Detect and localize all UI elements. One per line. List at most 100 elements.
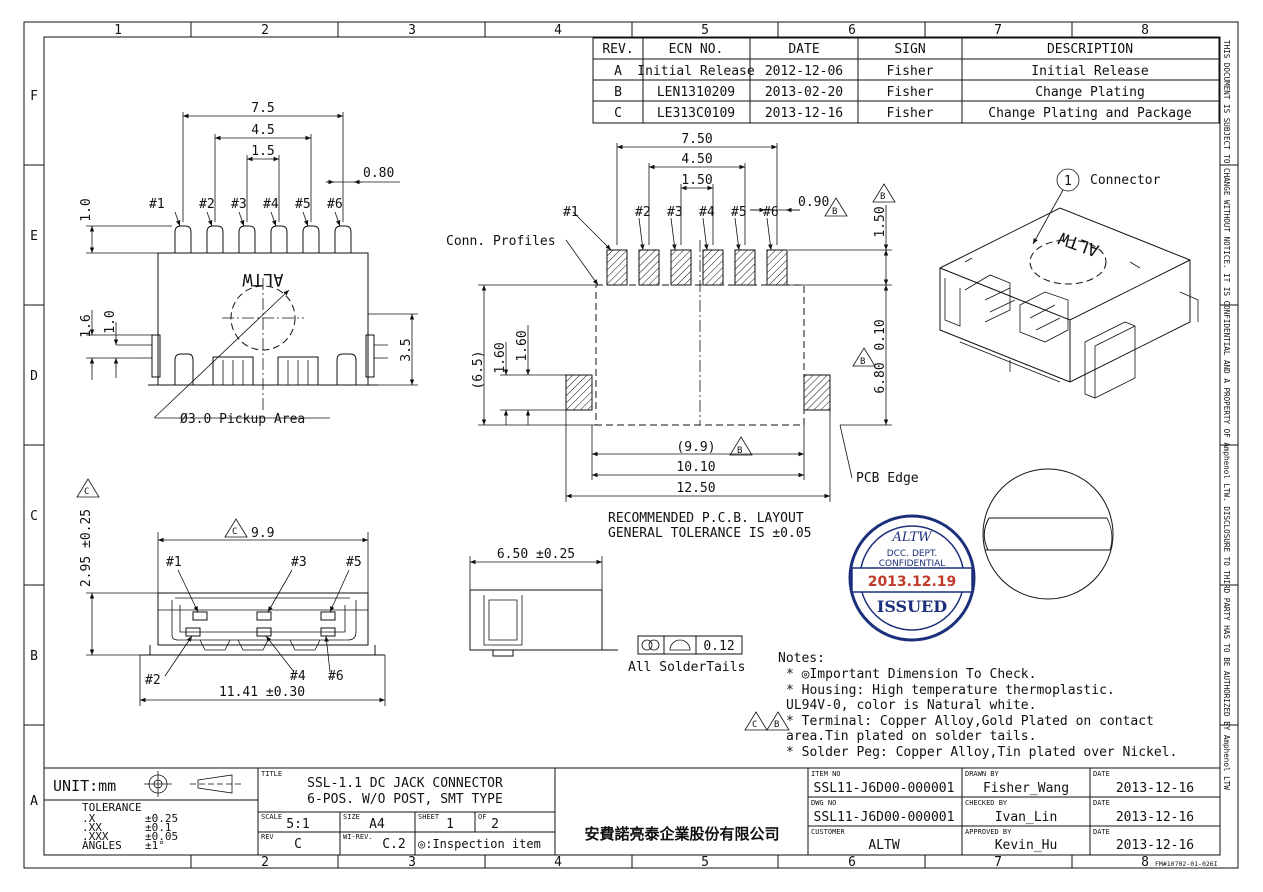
rev-cell-0-4: Initial Release [1031, 64, 1149, 79]
rev-cell-1-4: Change Plating [1035, 85, 1145, 100]
pcb-pin-label-5: #5 [731, 205, 747, 220]
pcb-caption-line-1: RECOMMENDED P.C.B. LAYOUT [608, 511, 804, 526]
title-line-1: SSL-1.1 DC JACK CONNECTOR [307, 776, 503, 791]
tolerance-value-3: ±1° [145, 839, 165, 852]
pcb-pin-label-2: #2 [635, 205, 651, 220]
top-view: #1#2#3#4#5#6 ALTW Ø3.0 Pickup Area 7.5 [79, 101, 418, 427]
wi-rev-value: C.2 [382, 837, 405, 852]
pcb-caption-line-2: GENERAL TOLERANCE IS ±0.05 [608, 526, 812, 541]
top-pin-4-outline [270, 225, 288, 253]
drawn-value: Fisher_Wang [983, 781, 1069, 796]
pcb-pad-4 [702, 249, 724, 286]
pickup-cap-view [982, 468, 1114, 600]
date-value-1: 2013-12-16 [1116, 781, 1194, 796]
rev-header-date: DATE [788, 42, 819, 57]
dim-4-5: 4.5 [251, 123, 274, 138]
front-dim-11-41: 11.41 ±0.30 [219, 685, 305, 700]
pcb-rev-b-tag: B [832, 207, 837, 217]
col-label-7-bottom: 7 [994, 855, 1002, 870]
pcb-pin-label-4: #4 [699, 205, 715, 220]
unit-label: UNIT:mm [53, 777, 116, 795]
pcb-dim-6-5: (6.5) [471, 350, 486, 389]
note-rev-b-tag: B [774, 720, 779, 730]
rev-cell-2-0: C [614, 106, 622, 121]
form-number: FM#10702-01-026I [1155, 860, 1218, 868]
col-label-3-bottom: 3 [408, 855, 416, 870]
customer-label: CUSTOMER [811, 828, 846, 836]
pcb-pin-label-3: #3 [667, 205, 683, 220]
front-dim-2-95: 2.95 ±0.25 [79, 509, 94, 587]
item-no-label: ITEM NO [811, 770, 841, 778]
top-pin-label-3: #3 [231, 197, 247, 212]
row-label-a: A [30, 794, 38, 809]
border-frame: 1 2 3 4 5 6 7 8 2 3 4 5 6 7 8 F E D C B … [23, 21, 1239, 870]
approved-value: Kevin_Hu [995, 838, 1058, 853]
drawn-label: DRAWN BY [965, 770, 1000, 778]
rev-cell-2-3: Fisher [887, 106, 934, 121]
rev-cell-0-2: 2012-12-06 [765, 64, 843, 79]
stamp-dept-2: CONFIDENTIAL [879, 559, 946, 569]
row-label-f: F [30, 89, 38, 104]
note-line-6: * Solder Peg: Copper Alloy,Tin plated ov… [786, 745, 1177, 760]
customer-value: ALTW [868, 838, 899, 853]
rev-cell-1-0: B [614, 85, 622, 100]
top-pin-6-outline [334, 225, 352, 253]
note-line-5: area.Tin plated on solder tails. [786, 729, 1036, 744]
top-pin-2-outline [206, 225, 224, 253]
tolerance-value-1: ±0.1 [145, 821, 172, 834]
rev-header-description: DESCRIPTION [1047, 42, 1133, 57]
pcb-dim-1-50-vertical: 1.50 [873, 206, 888, 237]
note-line-2: * Housing: High temperature thermoplasti… [786, 683, 1115, 698]
top-pin-5-outline [302, 225, 320, 253]
col-label-7: 7 [994, 23, 1002, 38]
pcb-dim-10-10: 10.10 [676, 460, 715, 475]
dim-0-80: 0.80 [363, 166, 394, 181]
scale-label: SCALE [261, 813, 282, 821]
stamp-date: 2013.12.19 [868, 574, 957, 590]
note-line-3: UL94V-0, color is Natural white. [786, 698, 1036, 713]
front-pin-1: #1 [166, 555, 182, 570]
note-line-4: * Terminal: Copper Alloy,Gold Plated on … [786, 714, 1154, 729]
dim-1-6: 1.6 [79, 314, 94, 337]
col-label-5-bottom: 5 [701, 855, 709, 870]
date-label-2: DATE [1093, 799, 1110, 807]
pcb-pad-3 [670, 249, 692, 286]
top-pin-label-2: #2 [199, 197, 215, 212]
checked-label: CHECKED BY [965, 799, 1008, 807]
pcb-dim-1-60-b: 1.60 [515, 330, 530, 361]
front-pin-6: #6 [328, 669, 344, 684]
size-value: A4 [369, 817, 385, 832]
date-label-3: DATE [1093, 828, 1110, 836]
stamp-status: ISSUED [877, 597, 947, 616]
pcb-pad-1 [606, 249, 628, 286]
date-label-1: DATE [1093, 770, 1110, 778]
col-label-8: 8 [1141, 23, 1149, 38]
side-view: 6.50 ±0.25 [469, 547, 618, 657]
date-value-2: 2013-12-16 [1116, 810, 1194, 825]
rev-cell-2-1: LE313C0109 [657, 106, 735, 121]
rev-cell-0-3: Fisher [887, 64, 934, 79]
top-pin-label-5: #5 [295, 197, 311, 212]
tolerance-title: TOLERANCE [82, 801, 142, 814]
title-line-2: 6-POS. W/O POST, SMT TYPE [307, 792, 503, 807]
side-dim-6-50: 6.50 ±0.25 [497, 547, 575, 562]
col-label-5: 5 [701, 23, 709, 38]
tolerance-key-3: ANGLES [82, 839, 122, 852]
note-line-1: * ◎Important Dimension To Check. [786, 667, 1036, 682]
pcb-pad-2 [638, 249, 660, 286]
row-label-e: E [30, 229, 38, 244]
tolerance-key-2: .XXX [82, 830, 109, 843]
pcb-pin-label-6: #6 [763, 205, 779, 220]
col-label-2: 2 [261, 23, 269, 38]
col-label-3: 3 [408, 23, 416, 38]
pcb-dim-12-50: 12.50 [676, 481, 715, 496]
sheet-label: SHEET [418, 813, 440, 821]
rev-header-rev: REV. [602, 42, 633, 57]
notes-block: Notes: * ◎Important Dimension To Check. … [744, 651, 1177, 760]
pcb-dim-1-50: 1.50 [681, 173, 712, 188]
pcb-dim-6-80: 6.80 [873, 362, 888, 393]
side-confidential-text: THIS DOCUMENT IS SUBJECT TO CHANGE WITHO… [1222, 40, 1231, 790]
pcb-dim-0-10: 0.10 [873, 319, 888, 350]
